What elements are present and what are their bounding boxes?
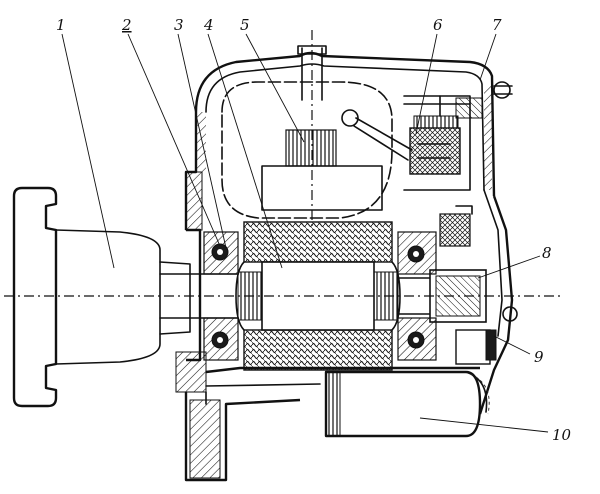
top-enclosure (221, 45, 471, 219)
label-6: 6 (433, 16, 443, 34)
stator-core (235, 221, 401, 371)
rear-end-cap (439, 205, 497, 365)
connector-block (403, 95, 483, 175)
label-9: 9 (534, 348, 544, 366)
label-8: 8 (542, 244, 552, 262)
label-10: 10 (552, 426, 572, 444)
callout-labels: 1 2 3 4 5 6 7 8 9 10 (56, 16, 572, 444)
label-3: 3 (174, 16, 184, 34)
label-1: 1 (56, 16, 66, 34)
lower-capacitor (324, 370, 490, 438)
label-2: 2 (121, 16, 132, 34)
housing (175, 51, 518, 482)
rear-bearing (397, 231, 437, 361)
label-5: 5 (240, 16, 250, 34)
brush-holder (261, 109, 413, 211)
label-7: 7 (492, 16, 502, 34)
leader-lines (61, 33, 549, 433)
front-bearing (203, 231, 239, 361)
drive-flange (12, 186, 191, 408)
label-4: 4 (203, 16, 214, 34)
